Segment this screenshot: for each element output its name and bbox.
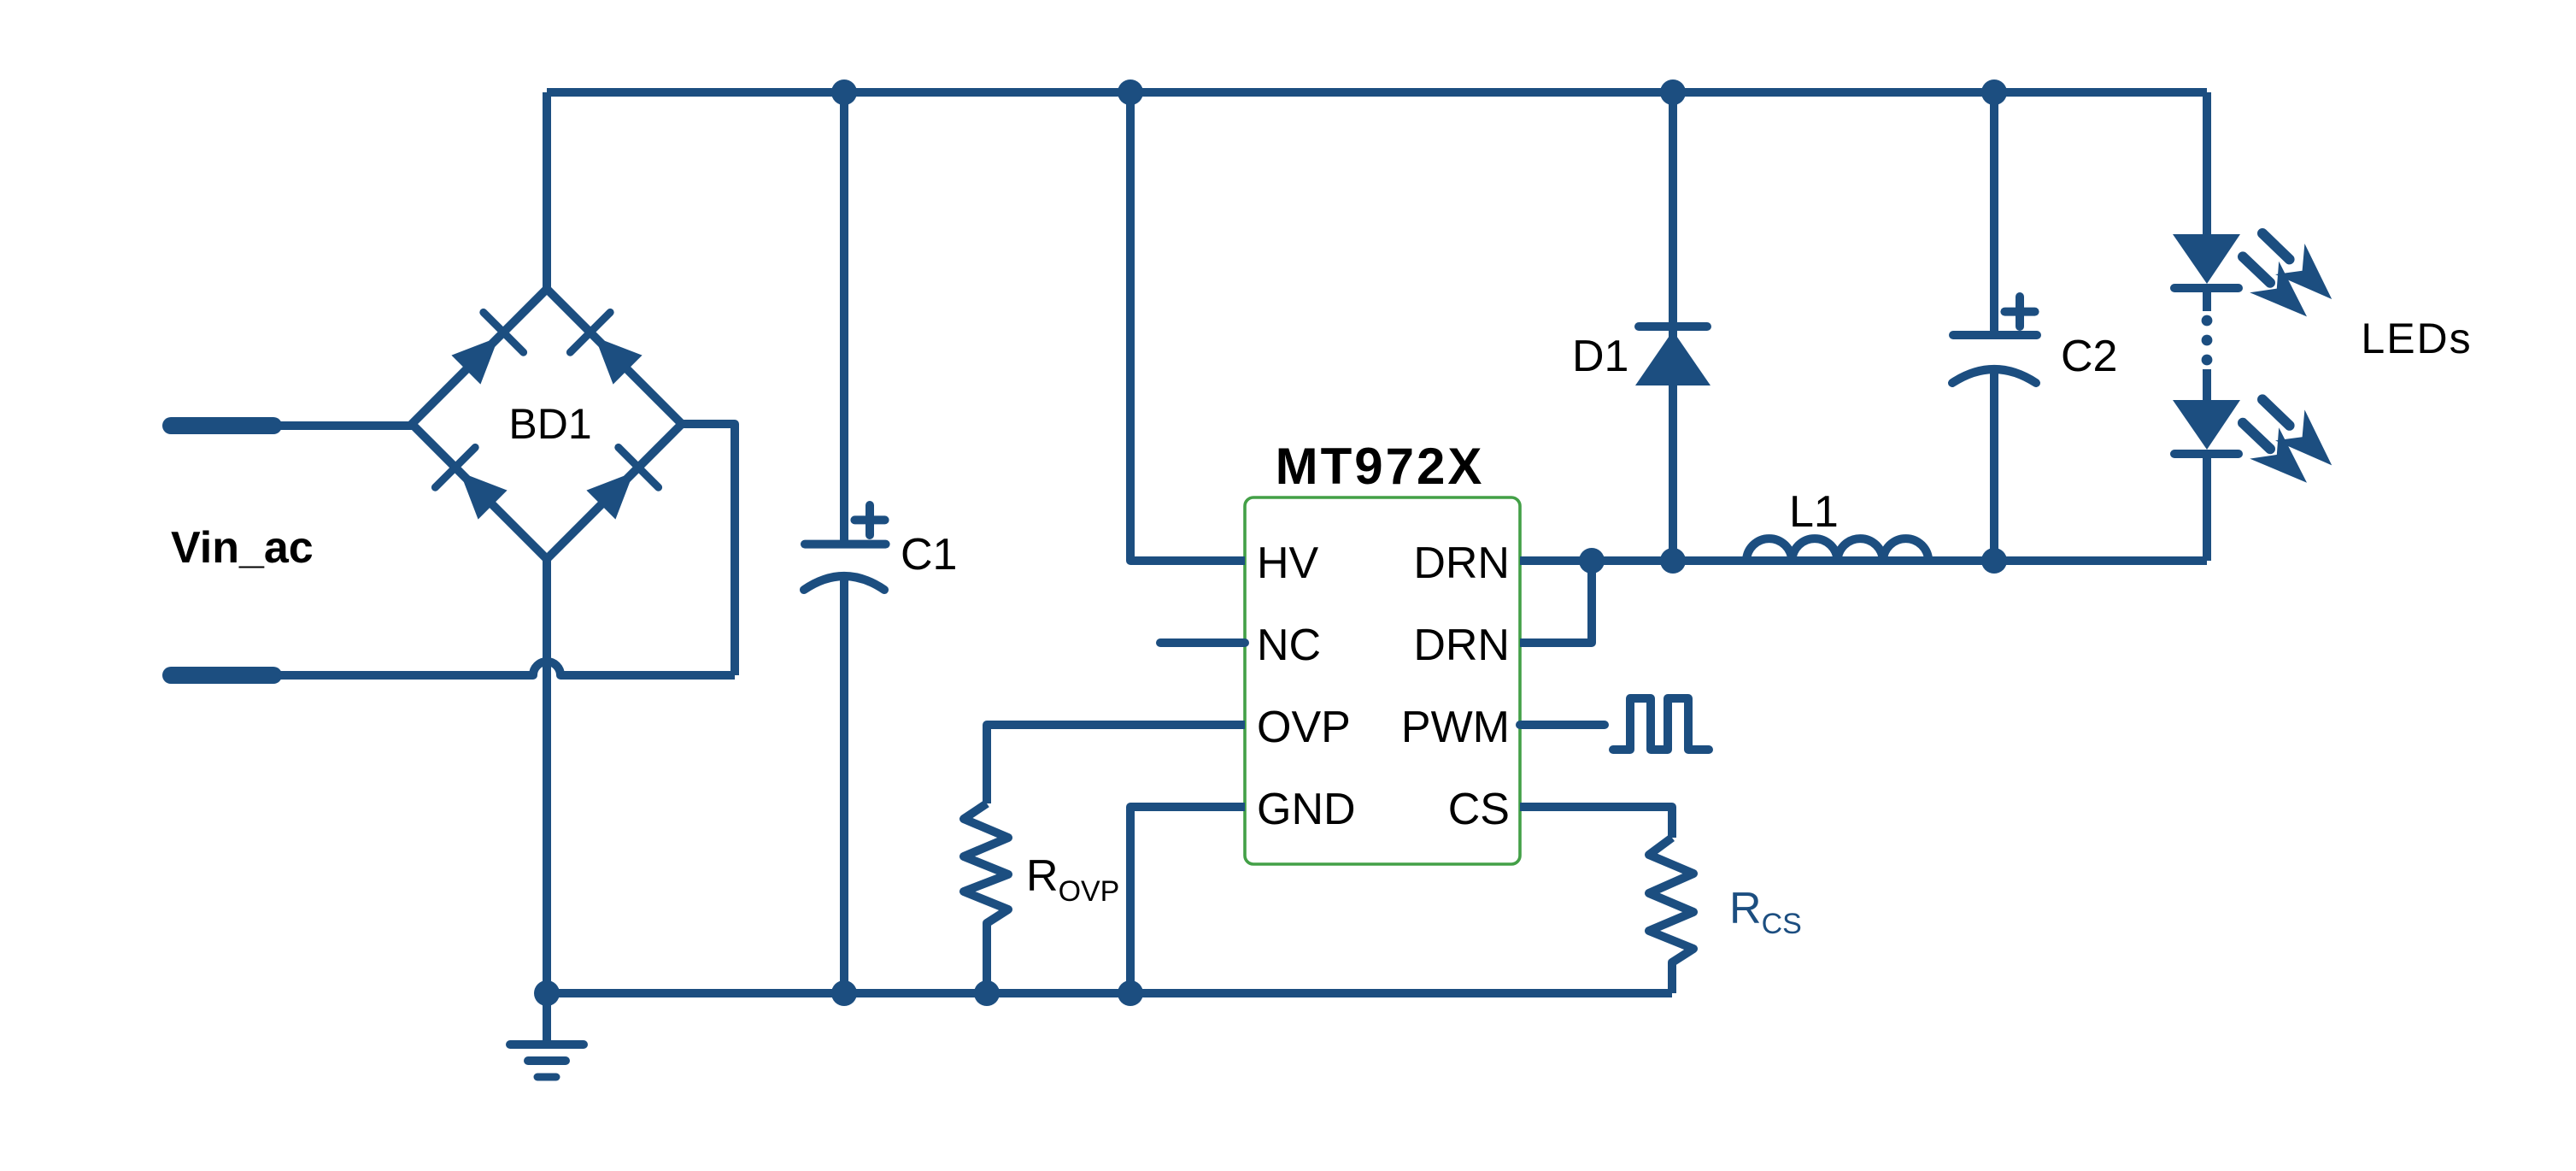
junction-dot [1118, 980, 1143, 1006]
l1-label: L1 [1789, 487, 1839, 537]
pin-label-cs: CS [1448, 785, 1510, 834]
l1-coils-icon [1742, 534, 1933, 565]
d1-triangle-icon [1635, 331, 1710, 385]
resistor-rovp: ROVP [959, 721, 1245, 993]
c2-label: C2 [2061, 332, 2117, 381]
rovp-zigzag-icon [959, 799, 1012, 993]
input-label: Vin_ac [171, 523, 314, 573]
bridge-diode-top-right-icon [566, 308, 643, 385]
junction-dot [1660, 548, 1686, 574]
pin-label-drn1: DRN [1413, 538, 1510, 588]
rcs-label: RCS [1729, 884, 1802, 940]
cs-wire [1520, 803, 1676, 838]
junction-dot [1660, 79, 1686, 105]
ac-bottom-wire-with-hop [273, 657, 735, 680]
junction-dot [1579, 548, 1605, 574]
c2-plate-curved-icon [1948, 365, 2040, 387]
junction-dot [831, 79, 857, 105]
rovp-label: ROVP [1026, 851, 1119, 908]
bridge-diode-top-left-icon [451, 308, 528, 385]
ground-rail [506, 559, 1672, 1081]
rcs-zigzag-icon [1645, 833, 1698, 993]
leds-label: LEDs [2361, 315, 2472, 362]
resistor-rcs: RCS [1520, 803, 1802, 993]
pin-label-pwm: PWM [1401, 703, 1510, 752]
drn2-wire [1520, 561, 1596, 647]
bridge-right-branch-wire [682, 420, 739, 675]
c2-plus-icon [2000, 292, 2039, 331]
ic-body-box [1243, 496, 1522, 866]
junction-dot [1981, 548, 2007, 574]
junction-dot [1981, 79, 2007, 105]
pin-label-gnd: GND [1257, 785, 1356, 834]
ic-mt972x: MT972X [1243, 438, 1522, 866]
c1-label: C1 [901, 530, 957, 580]
c1-plus-icon [850, 501, 889, 539]
capacitor-c1: C1 [800, 92, 957, 993]
junction-dot [534, 980, 560, 1006]
junction-dot [974, 980, 1000, 1006]
led-ellipsis-dots-icon [2201, 315, 2213, 366]
gnd-riser-wire [1126, 803, 1245, 993]
ic-title: MT972X [1276, 438, 1485, 495]
pin-label-nc: NC [1257, 621, 1321, 670]
d1-label: D1 [1572, 332, 1628, 381]
bridge-diode-bottom-right-icon [586, 443, 663, 520]
bridge-rectifier-bd1: BD1 [408, 285, 686, 563]
pwm-waveform-icon [1609, 694, 1713, 754]
pin-label-ovp: OVP [1257, 703, 1351, 752]
ovp-wire [983, 721, 1245, 803]
c1-plate-curved-icon [800, 572, 889, 594]
led1-icon [2170, 234, 2243, 292]
junction-dot [831, 980, 857, 1006]
capacitor-c2: C2 [1948, 92, 2117, 561]
drain-rail [1520, 556, 2207, 647]
diode-d1: D1 [1572, 92, 1711, 561]
led1-emission-arrows-icon [2243, 233, 2332, 316]
pwm-output [1516, 694, 1713, 754]
ic-pin-labels: HV NC OVP GND DRN DRN PWM CS [1257, 538, 1510, 834]
top-rail [543, 88, 2207, 289]
led2-emission-arrows-icon [2243, 399, 2332, 482]
ground-symbol-icon [506, 993, 588, 1081]
led-string: LEDs [2170, 92, 2472, 561]
bridge-label: BD1 [508, 400, 591, 448]
inductor-l1: L1 [1742, 487, 1933, 565]
pin-label-hv: HV [1257, 538, 1319, 588]
bridge-diode-bottom-left-icon [431, 443, 508, 520]
hv-riser-wire [1126, 92, 1245, 565]
pin-label-drn2: DRN [1413, 621, 1510, 670]
junction-dot [1118, 79, 1143, 105]
ac-input: Vin_ac [162, 417, 739, 684]
led2-icon [2170, 400, 2243, 458]
junction-dots [534, 79, 2007, 1006]
